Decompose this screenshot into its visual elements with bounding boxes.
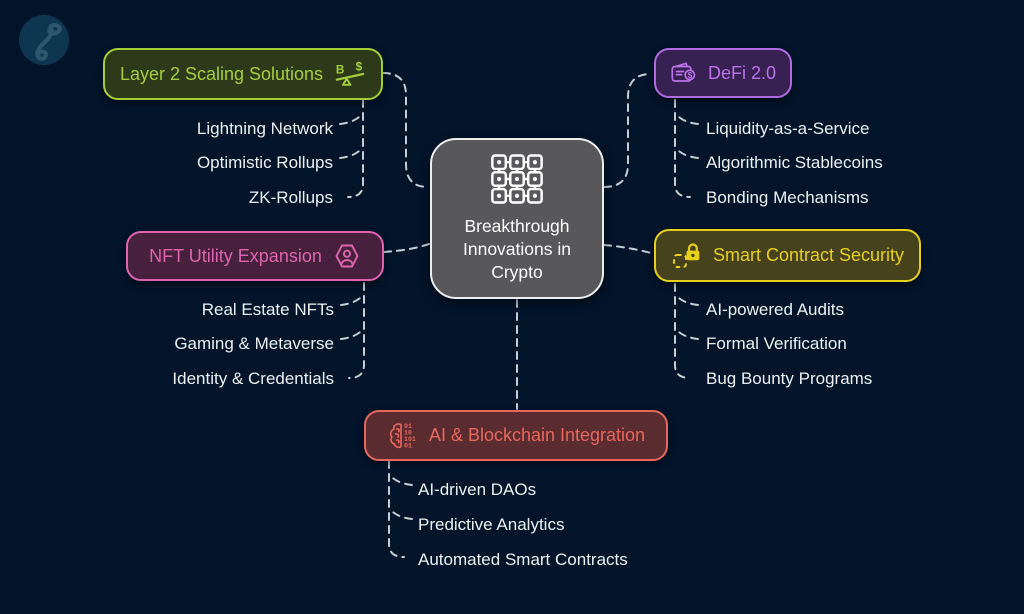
lock-contract-icon [672,242,700,268]
blockchain-grid-icon [491,153,543,204]
brand-logo [18,14,70,71]
list-item-zk-rollups: ZK-Rollups [248,188,333,207]
svg-text:01: 01 [404,442,412,449]
svg-text:$: $ [356,60,363,73]
node-layer2-scaling: Layer 2 Scaling Solutions B $ [103,48,383,100]
brain-binary-icon: 01 10 101 01 [389,423,416,449]
node-smart-contract-security: Smart Contract Security [654,229,921,282]
list-item-identity-credentials: Identity & Credentials [172,369,334,388]
wallet-coin-icon: $ [671,62,696,82]
node-nft-label: NFT Utility Expansion [149,245,322,266]
svg-text:10: 10 [404,429,412,436]
svg-text:101: 101 [404,436,416,443]
list-item-algorithmic-stablecoins: Algorithmic Stablecoins [706,153,883,172]
node-layer2-label: Layer 2 Scaling Solutions [119,63,324,84]
list-item-optimistic-rollups: Optimistic Rollups [196,153,333,172]
svg-text:B: B [336,63,345,76]
svg-text:01: 01 [404,423,412,430]
node-ai-label: AI & Blockchain Integration [428,425,646,445]
center-node: Breakthrough Innovations in Crypto [430,138,604,299]
balance-scale-icon: B $ [335,60,365,86]
node-defi-label: DeFi 2.0 [707,62,777,83]
list-item-real-estate-nfts: Real Estate NFTs [201,300,334,319]
svg-text:$: $ [688,71,693,80]
node-nft-utility: NFT Utility Expansion [126,231,384,281]
node-defi: $ DeFi 2.0 [654,48,792,98]
list-item-automated-smart-contracts: Automated Smart Contracts [418,550,628,569]
list-item-formal-verification: Formal Verification [706,334,847,353]
node-security-label: Smart Contract Security [712,245,905,265]
list-item-bug-bounty-programs: Bug Bounty Programs [706,369,873,388]
list-item-liquidity-as-a-service: Liquidity-as-a-Service [706,119,870,138]
center-title: Breakthrough Innovations in Crypto [463,215,571,283]
list-item-gaming-metaverse: Gaming & Metaverse [174,334,334,353]
curl-monogram-icon [19,15,69,65]
list-item-bonding-mechanisms: Bonding Mechanisms [706,188,869,207]
hexagon-avatar-icon [335,244,359,268]
node-ai-blockchain: 01 10 101 01 AI & Blockchain Integration [364,410,668,461]
list-item-ai-powered-audits: AI-powered Audits [706,300,844,319]
list-item-ai-driven-daos: AI-driven DAOs [418,480,537,499]
list-item-predictive-analytics: Predictive Analytics [418,515,565,534]
list-item-lightning-network: Lightning Network [196,119,333,138]
